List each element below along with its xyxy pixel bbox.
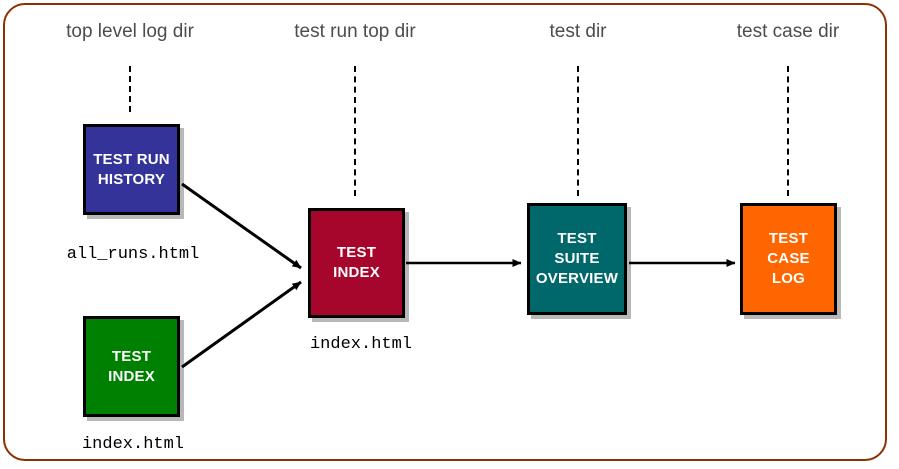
dashed-connector-test-dir xyxy=(577,66,579,196)
dashed-connector-test-case-dir xyxy=(787,66,789,196)
node-test-case-log[interactable]: TEST CASE LOG xyxy=(740,203,837,315)
column-label-test-dir: test dir xyxy=(549,21,607,42)
caption-all-runs-html: all_runs.html xyxy=(66,245,200,264)
dashed-connector-test-run-top-dir xyxy=(354,66,356,196)
column-label-test-case-dir: test case dir xyxy=(736,21,840,42)
diagram-frame-border xyxy=(3,3,887,461)
dashed-connector-top-level-log-dir xyxy=(129,66,131,112)
column-label-top-level-log-dir: top level log dir xyxy=(66,21,194,42)
node-test-index-green[interactable]: TEST INDEX xyxy=(83,316,180,417)
column-label-test-run-top-dir: test run top dir xyxy=(294,21,416,42)
node-test-suite-overview[interactable]: TEST SUITE OVERVIEW xyxy=(527,203,627,315)
caption-index-html-green: index.html xyxy=(81,435,185,454)
caption-index-html-red: index.html xyxy=(309,335,413,354)
node-test-index-red[interactable]: TEST INDEX xyxy=(308,208,405,318)
node-test-run-history[interactable]: TEST RUN HISTORY xyxy=(83,124,180,215)
